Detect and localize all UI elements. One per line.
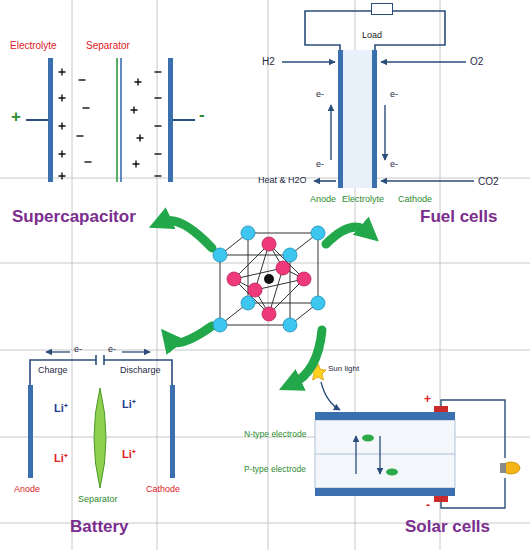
product-label: Heat & H2O: [258, 176, 307, 186]
solar-cell-drawing: [310, 364, 520, 508]
gas-label: CO2: [478, 176, 499, 187]
electron-label: e-: [316, 90, 324, 100]
terminal-sign: -: [426, 499, 430, 512]
terminal-sign: -: [199, 106, 205, 125]
part-label: Electrolyte: [10, 40, 57, 51]
electron-label: e-: [316, 160, 324, 170]
part-label: Anode: [310, 195, 336, 205]
device-title: Battery: [70, 518, 129, 537]
electron-label: e-: [390, 160, 398, 170]
part-label: Electrolyte: [342, 195, 384, 205]
supercapacitor-drawing: [26, 58, 195, 182]
part-label: Cathode: [146, 485, 180, 495]
part-label: Anode: [14, 485, 40, 495]
ion-label: Li⁺: [122, 448, 136, 460]
load-label: Load: [362, 31, 393, 41]
gas-label: H2: [262, 56, 275, 67]
part-label: Separator: [78, 495, 118, 505]
terminal-sign: +: [424, 393, 431, 406]
load-symbol: [371, 3, 393, 15]
ion-label: Li⁺: [54, 402, 68, 414]
ion-label: Li⁺: [122, 398, 136, 410]
light-label: Sun light: [328, 365, 359, 374]
ion-label: Li⁺: [54, 452, 68, 464]
electron-label: e-: [74, 345, 82, 355]
gas-label: O2: [470, 56, 483, 67]
fuel-cell-drawing: [282, 11, 474, 188]
green-arrows: [162, 220, 368, 384]
device-title: Fuel cells: [420, 208, 497, 227]
load-box: Load: [362, 3, 393, 41]
electron-label: e-: [108, 345, 116, 355]
part-label: P-type electrode: [244, 465, 306, 474]
part-label: N-type electrode: [244, 430, 306, 439]
electron-label: e-: [390, 90, 398, 100]
device-title: Supercapacitor: [12, 208, 136, 227]
mode-label: Discharge: [120, 366, 161, 376]
perovskite-crystal: [213, 226, 325, 332]
part-label: Separator: [86, 40, 130, 51]
mode-label: Charge: [38, 366, 68, 376]
terminal-sign: +: [11, 108, 21, 127]
device-title: Solar cells: [405, 518, 490, 537]
battery-drawing: [28, 352, 175, 488]
part-label: Cathode: [398, 195, 432, 205]
